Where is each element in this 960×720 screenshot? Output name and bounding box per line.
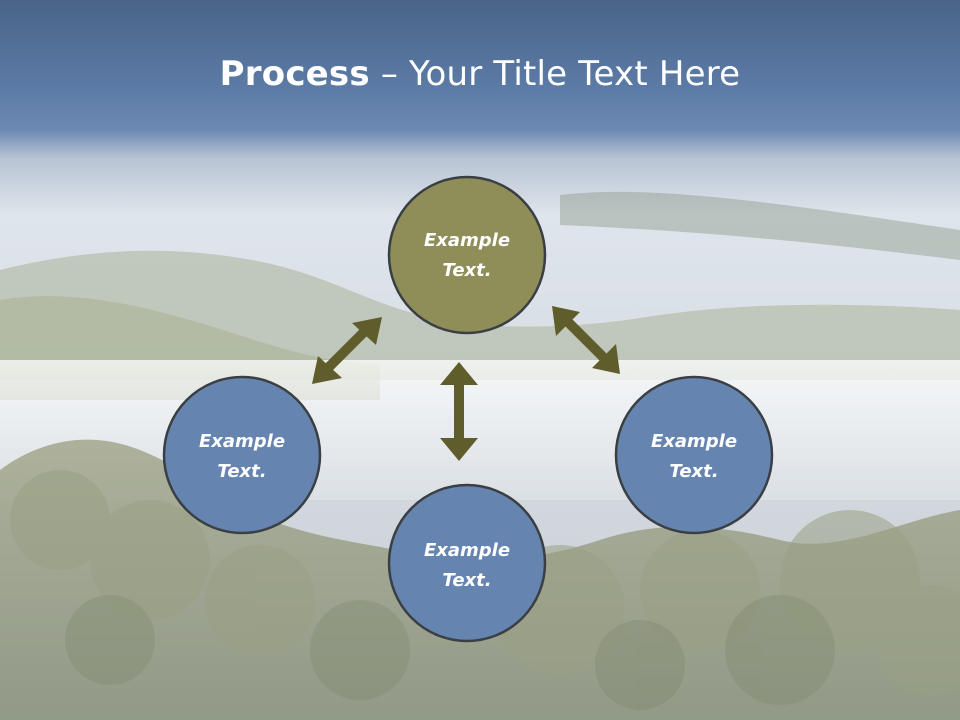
title-rest-part: Your Title Text Here [409, 54, 741, 94]
process-node-bottom: Example Text. [387, 483, 547, 643]
process-node-top-label-line1: Example [424, 230, 510, 251]
process-node-left-label-line2: Text. [217, 461, 266, 482]
title-dash: – [369, 54, 410, 94]
process-node-right-circle [614, 375, 774, 535]
process-node-right: Example Text. [614, 375, 774, 535]
process-node-left-circle [162, 375, 322, 535]
process-node-bottom-circle [387, 483, 547, 643]
process-node-top-label-line2: Text. [442, 260, 491, 281]
process-node-bottom-label-line1: Example [424, 540, 510, 561]
process-node-right-label-line1: Example [651, 431, 737, 452]
process-node-top: Example Text. [387, 175, 547, 335]
process-node-left: Example Text. [162, 375, 322, 535]
title-bar: Process – Your Title Text Here [0, 0, 960, 140]
arrow-vertical [440, 362, 478, 461]
arrow-top-right [552, 306, 620, 374]
process-node-right-label-line2: Text. [669, 461, 718, 482]
slide-title: Process – Your Title Text Here [220, 54, 741, 94]
arrow-top-left [312, 317, 382, 384]
process-node-top-circle [387, 175, 547, 335]
title-bold-part: Process [219, 54, 370, 94]
process-node-bottom-label-line2: Text. [442, 570, 491, 591]
process-node-left-label-line1: Example [199, 431, 285, 452]
